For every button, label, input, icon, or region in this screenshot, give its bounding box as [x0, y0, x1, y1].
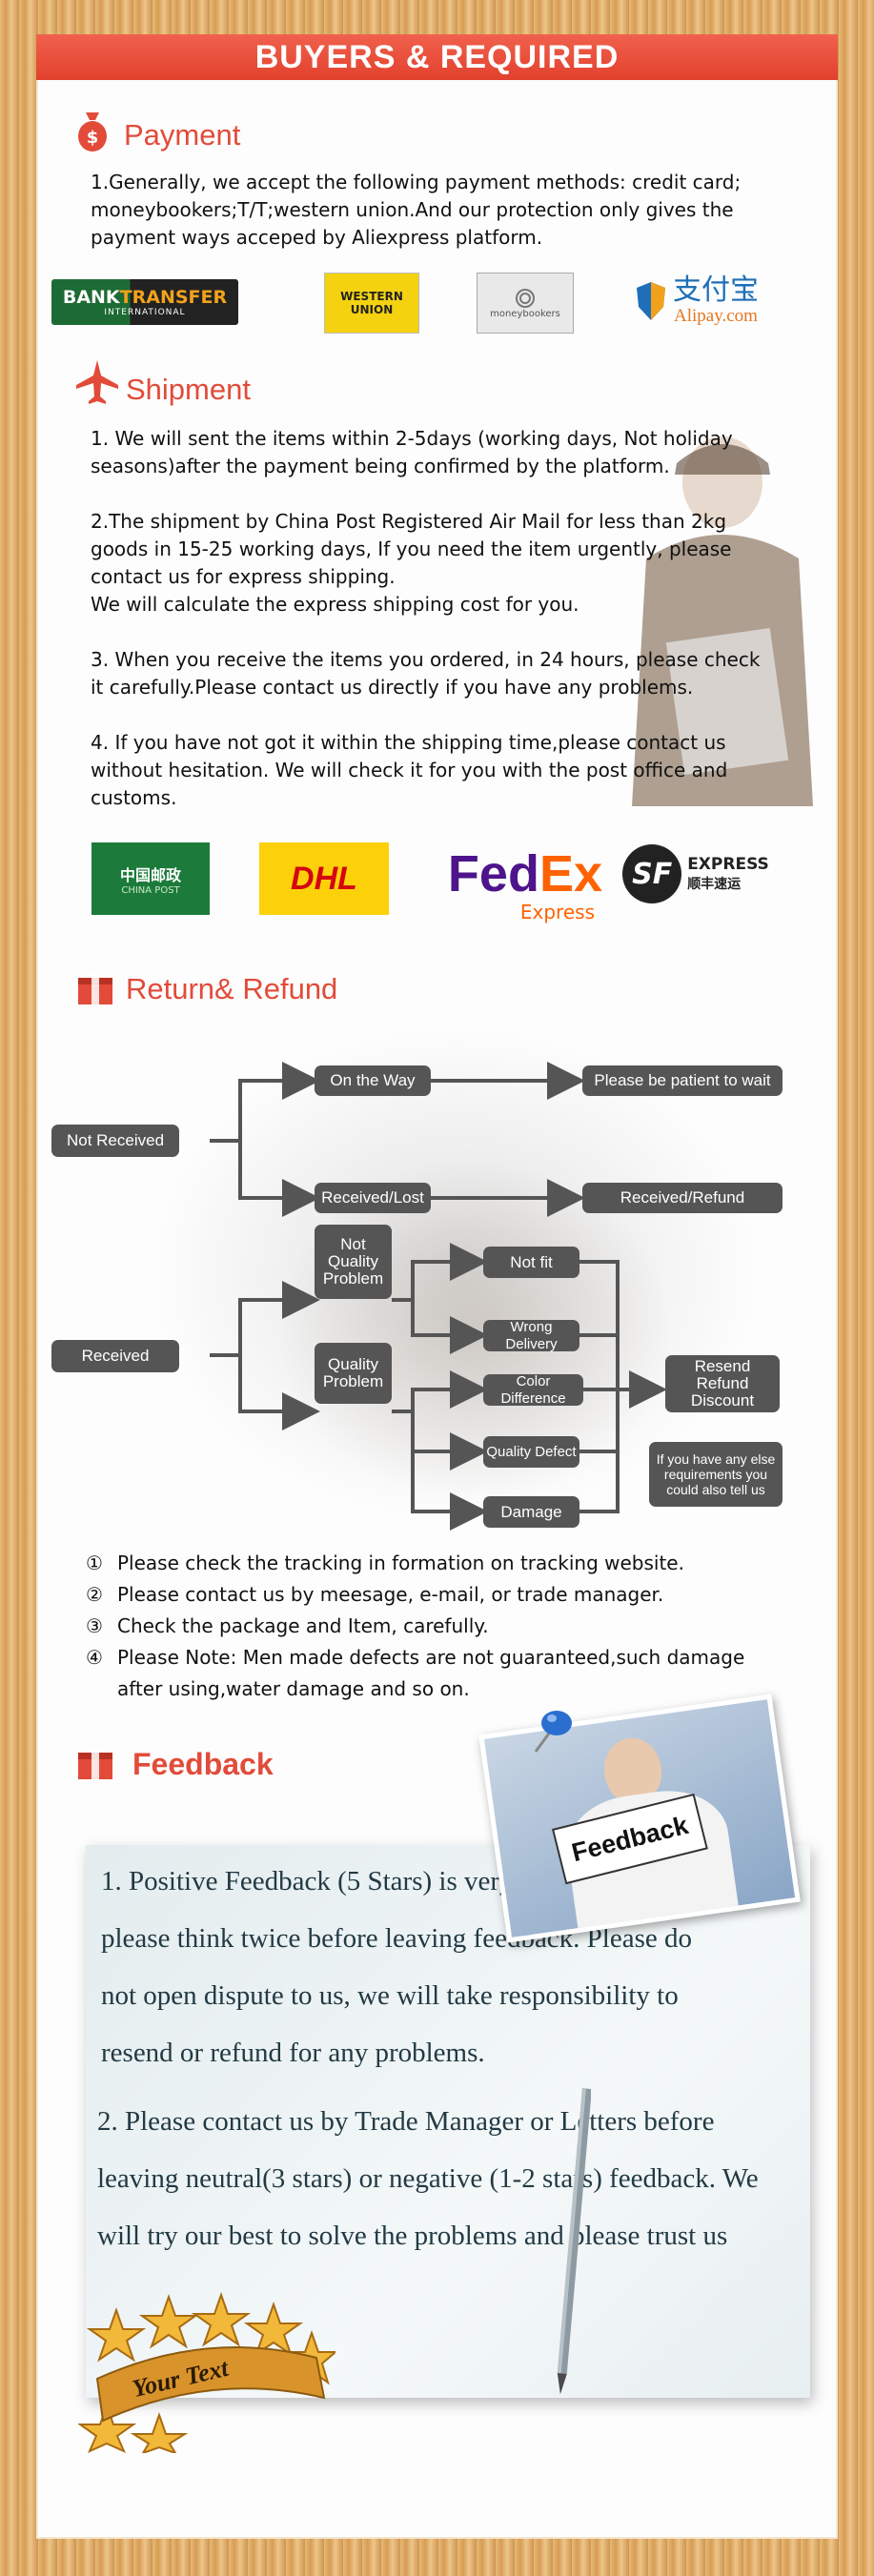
money-bag-icon: $ [78, 112, 107, 152]
payment-text: 1.Generally, we accept the following pay… [91, 171, 742, 249]
sf-express-text: EXPRESS [687, 855, 769, 874]
refund-title: Return& Refund [126, 972, 338, 1005]
sf-express-logo: SF EXPRESS 顺丰速运 [620, 841, 772, 907]
china-post-cn-text: 中国邮政 [119, 865, 181, 884]
dhl-logo: DHL [259, 842, 389, 915]
note-text: Please contact us by meesage, e-mail, or… [117, 1583, 664, 1606]
node-wrong-delivery: Wrong Delivery [483, 1319, 579, 1352]
alipay-logo: 支付宝 Alipay.com [613, 269, 781, 334]
shipment-para-4: 4. If you have not got it within the shi… [91, 731, 728, 809]
node-quality-defect: Quality Defect [483, 1436, 579, 1468]
node-not-fit: Not fit [483, 1247, 579, 1278]
sf-cn-text: 顺丰速运 [687, 877, 742, 892]
china-post-en-text: CHINA POST [121, 884, 180, 896]
gift-box-icon [78, 1747, 112, 1779]
node-not-received: Not Received [51, 1125, 179, 1157]
note-item: ④ Please Note: Men made defects are not g… [86, 1642, 829, 1705]
feedback-para-2: 2. Please contact us by Trade Manager or… [97, 2106, 759, 2251]
node-damage: Damage [483, 1496, 579, 1528]
refund-notes: ① Please check the tracking in formation … [86, 1548, 829, 1705]
shipment-title: Shipment [126, 373, 251, 406]
bank-transfer-logo-c: INTERNATIONAL [104, 308, 186, 317]
moneybookers-text: moneybookers [490, 308, 560, 319]
svg-text:$: $ [87, 128, 99, 148]
bank-transfer-logo-b: TRANSFER [119, 287, 228, 308]
node-not-quality-problem: Not Quality Problem [315, 1225, 392, 1299]
moneybookers-logo: moneybookers [477, 273, 574, 334]
push-pin-icon [534, 1711, 572, 1753]
fedex-a-text: Fed [447, 845, 539, 903]
pencil-illustration [557, 2088, 591, 2395]
shipment-para-2: 2.The shipment by China Post Registered … [91, 510, 732, 616]
sf-mark-text: SF [622, 844, 682, 903]
node-quality-problem: Quality Problem [315, 1343, 392, 1404]
node-received: Received [51, 1340, 179, 1372]
node-resend-refund-discount: Resend Refund Discount [665, 1355, 780, 1412]
moneybookers-mark-icon [516, 288, 535, 308]
china-post-logo: 中国邮政 CHINA POST [91, 842, 210, 915]
page-paper: BUYERS & REQUIRED $ Payment 1.Generally,… [36, 34, 838, 2539]
page-banner: BUYERS & REQUIRED [36, 34, 838, 80]
note-text: Please Note: Men made defects are not gu… [117, 1646, 745, 1700]
note-item: ② Please contact us by meesage, e-mail, o… [86, 1579, 829, 1611]
node-received-lost: Received/Lost [315, 1183, 431, 1213]
alipay-shield-icon [637, 282, 665, 320]
node-else-requirements: If you have any else requirements you co… [649, 1442, 783, 1507]
feedback-card: 1. Positive Feedback (5 Stars) is very i… [86, 1845, 810, 2398]
star-badge [78, 2291, 335, 2453]
node-on-the-way: On the Way [315, 1065, 431, 1096]
shipment-para-1: 1. We will sent the items within 2-5days… [91, 427, 733, 477]
bank-transfer-logo-a: BANK [62, 287, 120, 308]
note-item: ③ Check the package and Item, carefully. [86, 1611, 829, 1642]
node-be-patient: Please be patient to wait [582, 1065, 783, 1096]
bank-transfer-logo: BANKTRANSFER INTERNATIONAL [51, 279, 238, 325]
fedex-b-text: Ex [539, 845, 602, 903]
alipay-cn-text: 支付宝 [673, 274, 759, 307]
note-item: ① Please check the tracking in formation … [86, 1548, 829, 1579]
payment-title: Payment [124, 118, 241, 152]
node-color-difference: Color Difference [483, 1373, 583, 1407]
note-num: ④ [86, 1646, 103, 1669]
note-num: ② [86, 1583, 103, 1606]
airplane-icon [76, 360, 118, 404]
fedex-logo: FedEx Express [427, 844, 602, 926]
dhl-text: DHL [291, 860, 357, 897]
refund-flow-connectors [210, 1062, 667, 1531]
note-text: Check the package and Item, carefully. [117, 1614, 489, 1637]
shipment-para-3: 3. When you receive the items you ordere… [91, 648, 761, 699]
note-num: ① [86, 1552, 103, 1574]
note-num: ③ [86, 1614, 103, 1637]
western-union-logo: WESTERN UNION [324, 273, 419, 334]
fedex-express-text: Express [519, 901, 595, 923]
feedback-title: Feedback [132, 1747, 274, 1781]
node-received-refund: Received/Refund [582, 1183, 783, 1213]
alipay-en-text: Alipay.com [674, 306, 758, 326]
note-text: Please check the tracking in formation o… [117, 1552, 684, 1574]
gift-box-icon [78, 972, 112, 1004]
courier-illustration [632, 436, 813, 806]
